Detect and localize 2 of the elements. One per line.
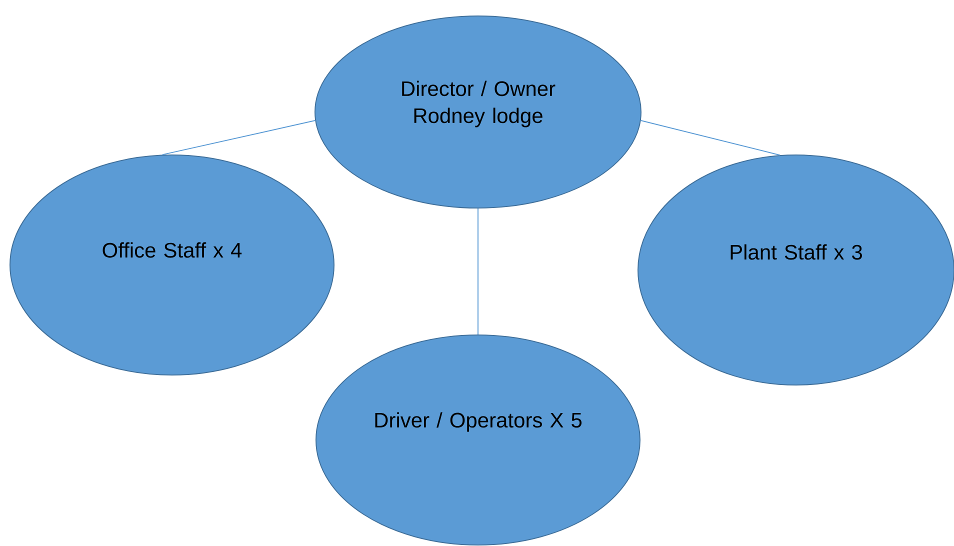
connector-line xyxy=(162,120,316,156)
connector-line xyxy=(640,120,780,156)
